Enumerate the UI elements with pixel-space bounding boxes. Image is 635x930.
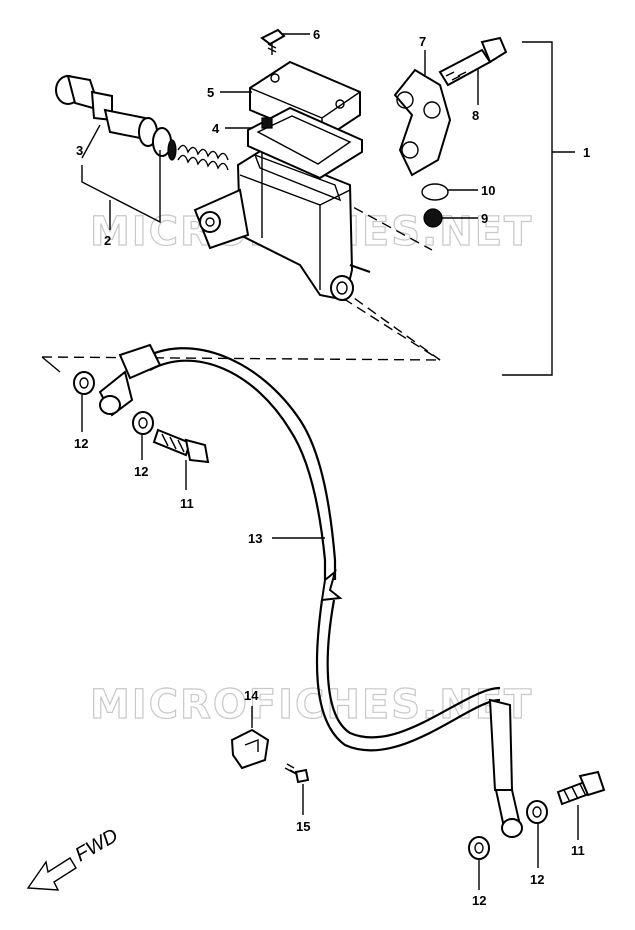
callout-15: 15 [296, 819, 310, 834]
callout-4: 4 [212, 121, 220, 136]
callout-13: 13 [248, 531, 262, 546]
callout-7: 7 [419, 34, 426, 49]
callout-3: 3 [76, 143, 83, 158]
forward-direction-indicator: FWD [26, 825, 122, 891]
master-cylinder-body [193, 148, 371, 302]
hose-clamp [230, 728, 270, 770]
forward-arrow-icon [26, 857, 77, 891]
cap-screw [260, 28, 286, 55]
clutch-hose [118, 343, 514, 791]
callout-2: 2 [104, 233, 111, 248]
watermark-bottom: MICROFICHES.NET [90, 682, 533, 728]
callout-9: 9 [481, 211, 488, 226]
union-bolt-bottom [556, 770, 606, 806]
handlebar-clamp [393, 68, 452, 177]
callout-5: 5 [207, 85, 214, 100]
o-ring [421, 183, 449, 201]
clamp-screw [284, 763, 310, 784]
reservoir-diaphragm [247, 106, 363, 180]
callout-11-a: 11 [180, 496, 194, 511]
callout-14: 14 [244, 688, 259, 703]
callout-labels: 6 5 4 7 8 1 10 9 3 2 12 12 11 13 14 15 1… [74, 27, 590, 908]
callout-leaders [81, 33, 579, 890]
assembly-bracket [502, 41, 575, 376]
callout-11-b: 11 [571, 843, 585, 858]
callout-1: 1 [583, 145, 590, 160]
callout-6: 6 [313, 27, 320, 42]
callout-12-d: 12 [472, 893, 486, 908]
reservoir-boot [423, 208, 443, 228]
gasket-1 [73, 371, 95, 395]
union-bolt-top [152, 428, 210, 464]
callout-12-b: 12 [134, 464, 148, 479]
banjo-fitting-bottom [494, 789, 523, 838]
banjo-fitting-top [98, 370, 134, 417]
fwd-label: FWD [72, 825, 122, 867]
callout-10: 10 [481, 183, 495, 198]
callout-12-a: 12 [74, 436, 88, 451]
gasket-3 [526, 800, 548, 824]
piston-assembly [55, 74, 229, 171]
gasket-4 [468, 836, 490, 860]
clamp-bolt [438, 36, 508, 87]
gasket-2 [132, 411, 154, 435]
callout-12-c: 12 [530, 872, 544, 887]
callout-8: 8 [472, 108, 479, 123]
